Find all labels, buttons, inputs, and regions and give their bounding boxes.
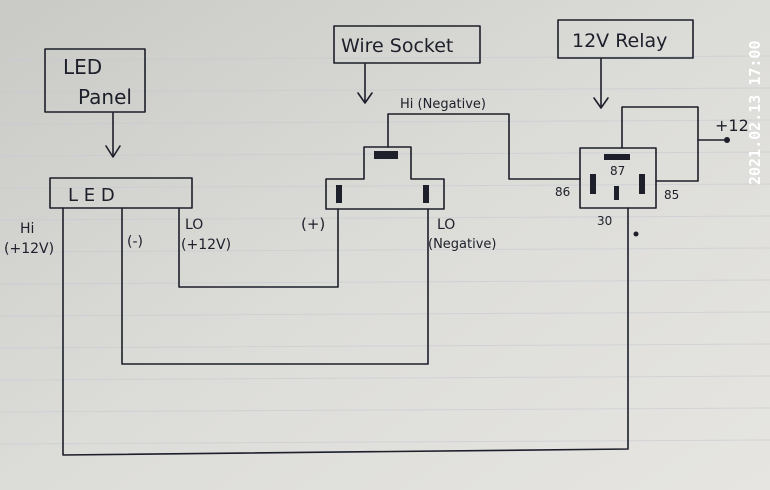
relay-label-box	[557, 19, 694, 59]
wire-relay-85-loop	[621, 106, 699, 182]
wire-socket-arrowhead	[357, 92, 373, 104]
relay-box	[579, 147, 657, 209]
wire-socket-shape	[325, 146, 445, 210]
lo-led-volt-label: (+12V)	[181, 237, 231, 253]
wire-led-minus-to-socket-lo	[121, 207, 429, 365]
wire-socket-label-box	[333, 25, 481, 64]
plus12-label: +12	[715, 116, 749, 135]
socket-left-pin	[336, 185, 342, 203]
lo-socket-negative-label: (Negative)	[428, 237, 497, 252]
minus-label: (-)	[127, 234, 143, 250]
relay-arrowhead	[593, 97, 609, 109]
lo-socket-label: LO	[437, 217, 455, 233]
led-panel-title-line1: LED	[63, 55, 102, 79]
wire-hi-negative	[387, 113, 581, 180]
plus-label: (+)	[301, 215, 325, 233]
wire-socket-title: Wire Socket	[341, 35, 453, 57]
relay-pin-30	[614, 186, 619, 200]
pin-30-label: 30	[597, 214, 612, 228]
hi-negative-label: Hi (Negative)	[400, 97, 486, 112]
hi-label: Hi	[20, 221, 34, 237]
relay-pin-87	[604, 154, 630, 160]
wire-led-lo-to-socket-plus	[178, 207, 339, 288]
pin-85-label: 85	[664, 188, 679, 202]
hi-volt-label: (+12V)	[4, 241, 54, 257]
relay-pin-85	[639, 174, 645, 194]
led-panel-title-line2: Panel	[78, 85, 132, 109]
ruled-lines	[0, 55, 770, 445]
led-box-label: L E D	[68, 185, 115, 206]
relay-title: 12V Relay	[572, 30, 667, 52]
led-box	[49, 177, 193, 209]
plus12-junction-dot	[724, 137, 730, 143]
led-panel-label-box	[44, 48, 146, 113]
lo-led-label: LO	[185, 217, 203, 233]
pin-terminals	[336, 151, 645, 203]
photo-timestamp: 2021.02.13 17:00	[746, 41, 764, 186]
socket-top-pin	[374, 151, 398, 159]
relay-30-dot	[633, 231, 639, 237]
wire-led-hi-to-relay-30	[62, 207, 629, 456]
led-panel-arrowhead	[105, 145, 121, 158]
pin-86-label: 86	[555, 185, 570, 199]
pin-87-label: 87	[610, 164, 625, 178]
socket-right-pin	[423, 185, 429, 203]
relay-pin-86	[590, 174, 596, 194]
